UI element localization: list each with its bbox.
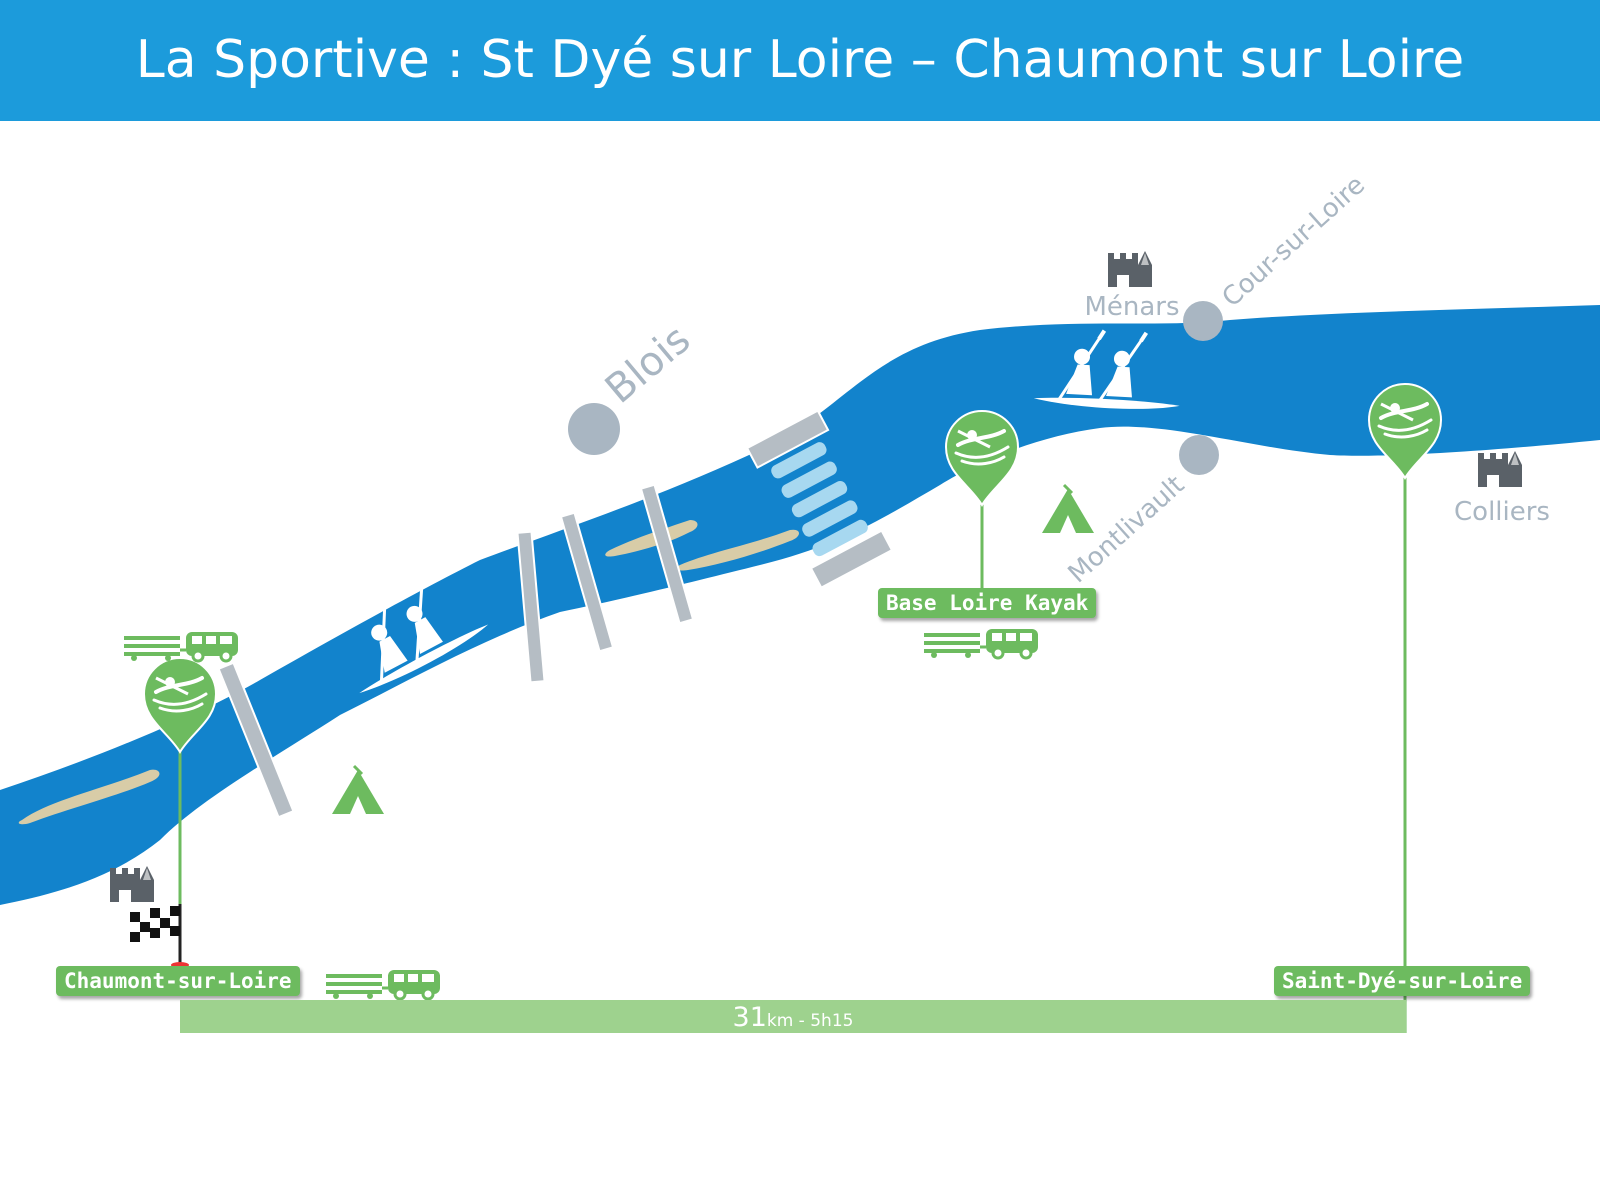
town-menars: Ménars xyxy=(1084,292,1179,322)
distance-separator: - xyxy=(793,1011,811,1031)
camping-tent-icon xyxy=(1040,483,1096,535)
distance-bar: 31km - 5h15 xyxy=(180,1000,1406,1033)
header-bar: La Sportive : St Dyé sur Loire – Chaumon… xyxy=(0,0,1600,121)
bridge-icon xyxy=(217,483,695,819)
castle-icon xyxy=(1108,251,1152,287)
distance-unit: km xyxy=(766,1011,794,1031)
blois-dot xyxy=(568,403,620,455)
kayak-pin-icon xyxy=(944,409,1020,507)
weir-icon xyxy=(745,409,894,590)
town-colliers: Colliers xyxy=(1454,497,1550,527)
sandbank-icon xyxy=(18,520,799,825)
river-loire xyxy=(0,305,1600,905)
label-saint-dye-sur-loire: Saint-Dyé-sur-Loire xyxy=(1274,966,1531,996)
distance-km: 31 xyxy=(732,1002,767,1033)
town-cour-sur-loire: Cour-sur-Loire xyxy=(1217,170,1371,313)
river-map: Blois Ménars Cour-sur-Loire Montlivault … xyxy=(0,170,1600,1033)
bus-trailer-icon xyxy=(922,627,1040,660)
page-title: La Sportive : St Dyé sur Loire – Chaumon… xyxy=(135,30,1465,90)
castle-icon xyxy=(110,866,154,902)
montlivault-dot xyxy=(1179,435,1219,475)
distance-duration: 5h15 xyxy=(810,1011,854,1031)
town-blois: Blois xyxy=(597,316,699,412)
label-base-loire-kayak: Base Loire Kayak xyxy=(878,588,1097,618)
camping-tent-icon xyxy=(330,764,386,816)
label-chaumont-sur-loire: Chaumont-sur-Loire xyxy=(56,966,300,996)
cour-dot xyxy=(1183,301,1223,341)
kayak-pin-icon xyxy=(1367,382,1443,480)
castle-icon xyxy=(1478,451,1522,487)
bus-trailer-icon xyxy=(324,968,442,1001)
bus-trailer-icon xyxy=(122,630,240,663)
checkered-flag-icon xyxy=(130,904,189,968)
